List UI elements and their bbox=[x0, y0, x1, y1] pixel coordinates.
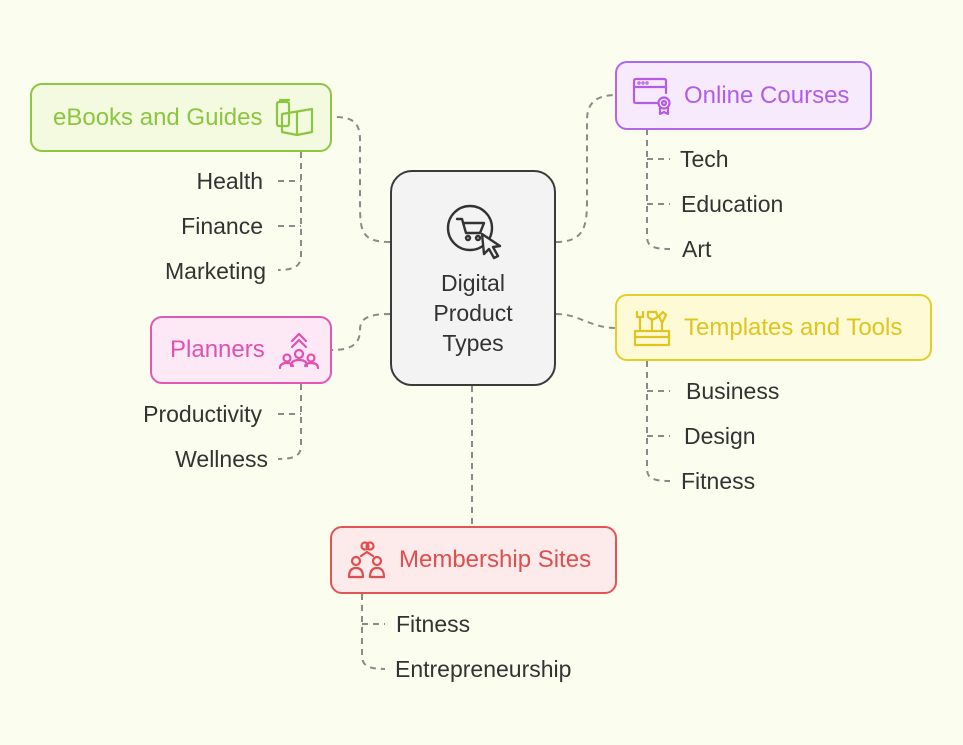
leaf-finance: Finance bbox=[181, 213, 263, 239]
leaf-education: Education bbox=[681, 191, 784, 217]
center-title: Digital Product Types bbox=[433, 270, 513, 356]
leaf-business: Business bbox=[686, 378, 780, 404]
leaf-health: Health bbox=[196, 168, 263, 194]
center-node: Digital Product Types bbox=[390, 170, 556, 386]
toolbox-icon bbox=[633, 310, 671, 346]
leaf-marketing: Marketing bbox=[165, 258, 266, 284]
leaf-fitness-templates: Fitness bbox=[681, 468, 756, 494]
planners-label: Planners bbox=[170, 336, 265, 363]
leaf-tech: Tech bbox=[680, 146, 729, 172]
leaf-entrepreneurship: Entrepreneurship bbox=[395, 656, 572, 682]
online-courses-node: Online Courses bbox=[615, 61, 872, 130]
online-courses-label: Online Courses bbox=[684, 81, 850, 109]
ebooks-and-guides-label: eBooks and Guides bbox=[53, 103, 263, 131]
planners-node: Planners bbox=[150, 316, 332, 384]
templates-and-tools-label: Templates and Tools bbox=[684, 313, 903, 341]
leaf-fitness-membership: Fitness bbox=[396, 611, 471, 637]
book-icon bbox=[276, 98, 314, 136]
certificate-browser-icon bbox=[632, 77, 671, 115]
leaf-wellness: Wellness bbox=[175, 446, 268, 472]
community-icon bbox=[347, 541, 386, 579]
membership-sites-node: Membership Sites bbox=[330, 526, 617, 594]
templates-and-tools-node: Templates and Tools bbox=[615, 294, 932, 361]
leaf-art: Art bbox=[682, 236, 712, 262]
shopping-cart-cursor-icon bbox=[446, 204, 502, 260]
ebooks-and-guides-node: eBooks and Guides bbox=[30, 83, 332, 152]
leaf-design: Design bbox=[684, 423, 756, 449]
team-growth-icon bbox=[278, 332, 319, 369]
membership-sites-label: Membership Sites bbox=[399, 546, 592, 573]
leaf-productivity: Productivity bbox=[143, 401, 262, 427]
